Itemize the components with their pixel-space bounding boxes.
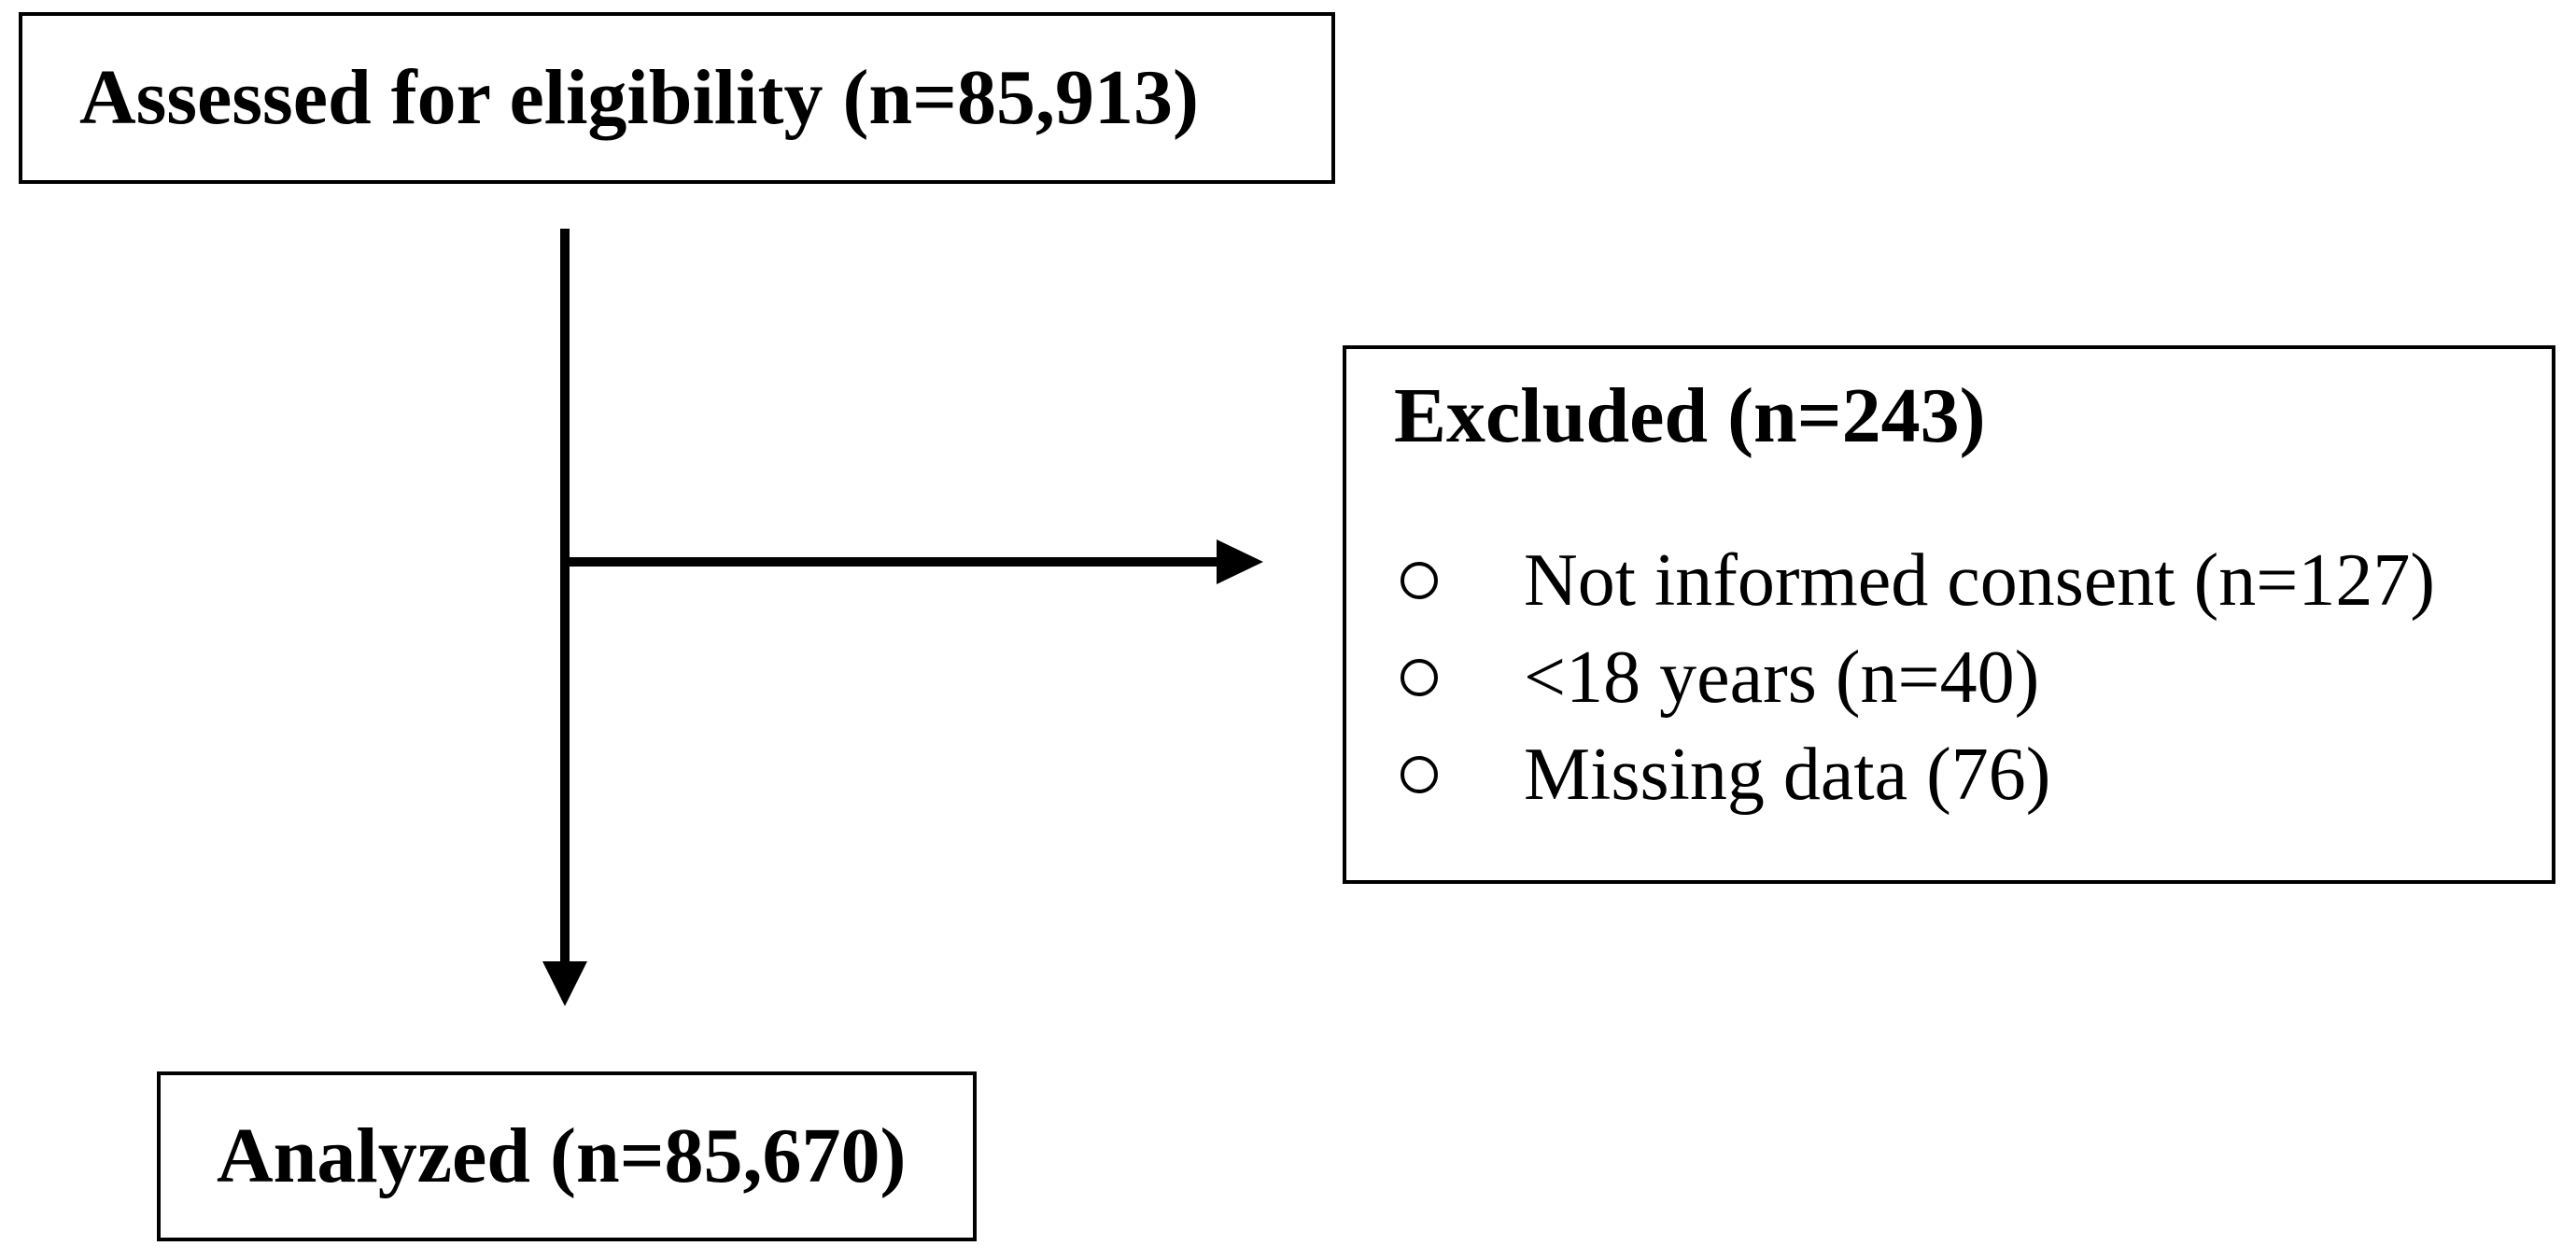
list-item: <18 years (n=40) (1394, 629, 2524, 726)
arrow-down-icon (542, 961, 587, 1006)
arrow-right-icon (1217, 539, 1263, 584)
analyzed-label: Analyzed (n=85,670) (217, 1113, 907, 1199)
list-item: Missing data (76) (1394, 726, 2524, 823)
excluded-box: Excluded (n=243) Not informed consent (n… (1343, 345, 2555, 884)
analyzed-box: Analyzed (n=85,670) (157, 1071, 977, 1241)
assessed-eligibility-box: Assessed for eligibility (n=85,913) (19, 12, 1335, 184)
excluded-reasons-list: Not informed consent (n=127) <18 years (… (1394, 532, 2524, 823)
circle-bullet-icon (1401, 659, 1438, 696)
circle-bullet-icon (1401, 756, 1438, 793)
excluded-reason-text: Not informed consent (n=127) (1524, 539, 2436, 622)
circle-bullet-icon (1401, 562, 1438, 599)
excluded-reason-text: <18 years (n=40) (1524, 637, 2040, 719)
vertical-connector-line (560, 229, 570, 961)
list-item: Not informed consent (n=127) (1394, 532, 2524, 629)
excluded-title: Excluded (n=243) (1394, 372, 1986, 459)
assessed-eligibility-label: Assessed for eligibility (n=85,913) (79, 54, 1199, 141)
horizontal-connector-line (565, 557, 1217, 567)
excluded-reason-text: Missing data (76) (1524, 734, 2051, 816)
